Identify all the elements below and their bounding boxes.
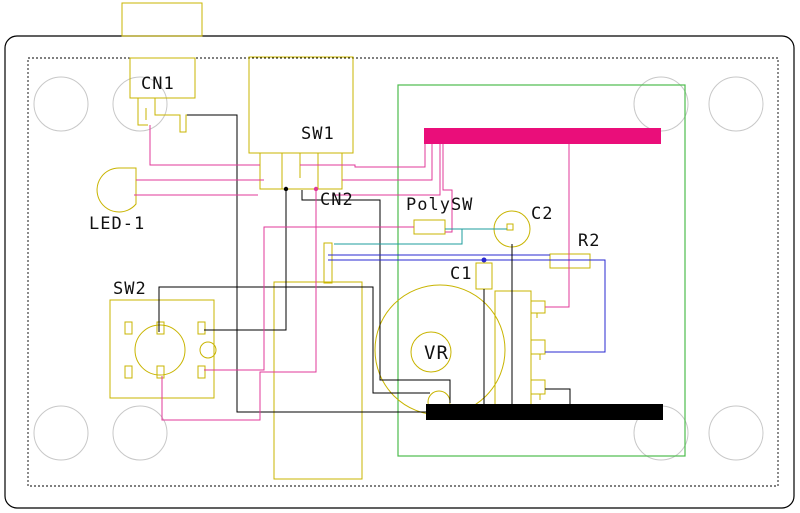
wires-blue — [328, 254, 606, 353]
label-polysw: PolySW — [406, 195, 474, 215]
cn2-header — [323, 242, 333, 284]
label-sw1: SW1 — [301, 124, 335, 144]
battery-holder — [273, 281, 363, 480]
sw1-pin-lines — [281, 153, 319, 189]
c1-body — [475, 262, 493, 290]
enclosure-outline — [4, 35, 795, 509]
c2-pad — [506, 223, 514, 231]
wires-black-small — [483, 244, 571, 410]
label-cn2: CN2 — [320, 190, 354, 210]
label-led1: LED-1 — [89, 214, 146, 234]
wires-black — [158, 114, 451, 413]
label-c1: C1 — [450, 264, 473, 284]
label-cn1: CN1 — [141, 74, 175, 94]
pcb-board-outline — [397, 84, 686, 457]
label-r2: R2 — [578, 231, 601, 251]
label-sw2: SW2 — [113, 279, 147, 299]
polysw-body — [413, 219, 446, 235]
mounting-holes — [33, 76, 764, 461]
label-c2: C2 — [531, 204, 554, 224]
magenta-bus-bar — [424, 128, 661, 144]
vr-shaft — [410, 331, 452, 373]
wire-teal — [334, 228, 507, 245]
sw2-aux — [199, 341, 217, 359]
r2-body — [549, 253, 591, 269]
black-bus-bar — [426, 404, 663, 420]
wires-magenta — [134, 125, 570, 421]
sw1-terminals — [259, 152, 343, 190]
top-connector-housing — [121, 2, 203, 37]
cn1-body — [129, 57, 196, 99]
enclosure-inner-outline — [27, 57, 779, 487]
junction-dots — [283, 186, 487, 263]
cn1-pins — [137, 98, 195, 133]
label-vr: VR — [424, 342, 449, 364]
led1-outline — [96, 167, 137, 213]
vr-body — [494, 290, 532, 410]
sw2-knob — [134, 324, 186, 376]
